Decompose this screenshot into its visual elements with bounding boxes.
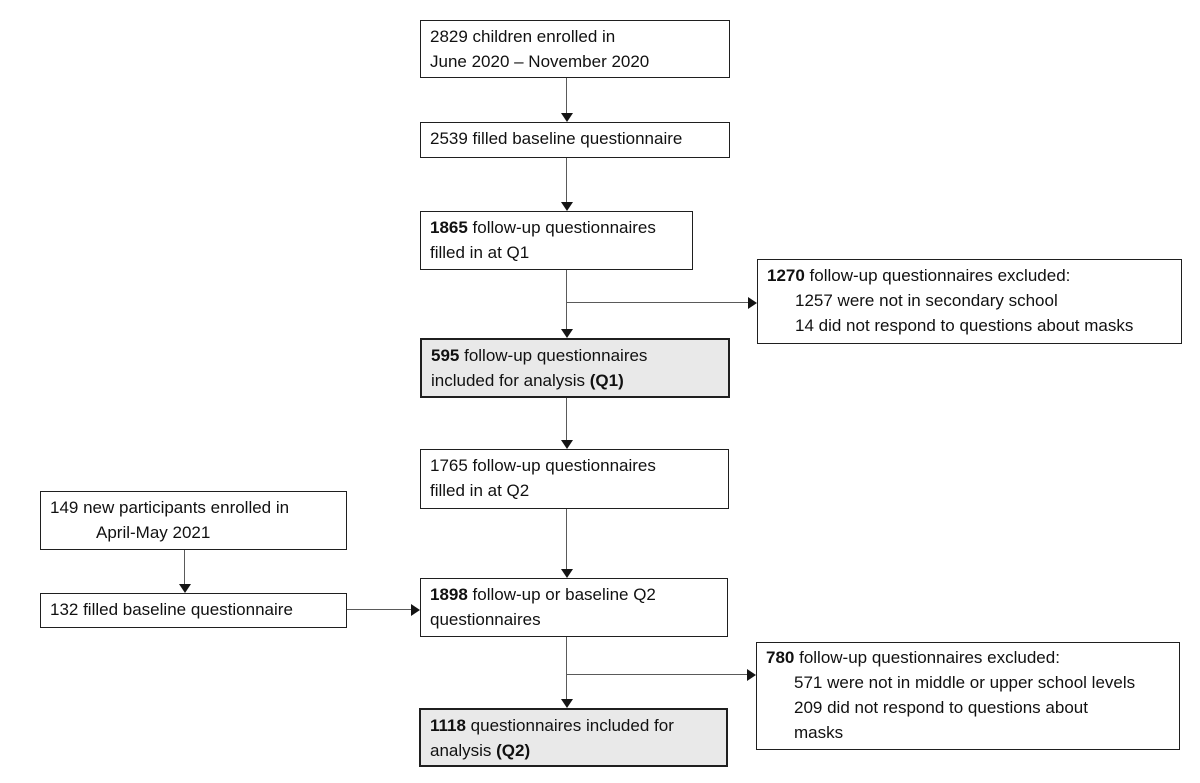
connector-baseline-to-q1filled — [566, 158, 568, 203]
box-q2-excluded: 780 follow-up questionnaires excluded: 5… — [756, 642, 1180, 750]
text-line: filled in at Q1 — [430, 243, 530, 262]
text-line: analysis (Q2) — [430, 738, 717, 763]
text-line: April-May 2021 — [96, 523, 211, 542]
text-line: 209 did not respond to questions about — [794, 698, 1088, 717]
text-line: 14 did not respond to questions about ma… — [795, 316, 1134, 335]
connector-branch-q1-excluded — [566, 302, 748, 304]
connector-enrolled-to-baseline — [566, 78, 568, 114]
text-line: 780 follow-up questionnaires excluded: — [766, 645, 1170, 670]
text-line: filled in at Q2 — [430, 481, 530, 500]
count: 1898 — [430, 585, 468, 604]
text-line: 1765 follow-up questionnaires — [430, 456, 656, 475]
count: 1118 — [430, 716, 466, 735]
text-line: 1270 follow-up questionnaires excluded: — [767, 263, 1172, 288]
q2-label: (Q2) — [496, 741, 531, 760]
text-line: 1257 were not in secondary school — [795, 291, 1058, 310]
text-line: 1118 questionnaires included for — [430, 713, 717, 738]
arrowhead-down-icon — [561, 113, 573, 122]
text: follow-up questionnaires — [459, 346, 648, 365]
text-line: included for analysis (Q1) — [431, 368, 719, 393]
arrowhead-down-icon — [561, 329, 573, 338]
text-line: 1865 follow-up questionnaires — [430, 215, 683, 240]
arrowhead-right-icon — [411, 604, 420, 616]
text-line: 571 were not in middle or upper school l… — [794, 673, 1136, 692]
connector-newbaseline-to-q2pool — [347, 609, 411, 611]
connector-q2pool-to-q2included — [566, 637, 568, 700]
box-q2-pool: 1898 follow-up or baseline Q2 questionna… — [420, 578, 728, 637]
arrowhead-down-icon — [179, 584, 191, 593]
count: 595 — [431, 346, 460, 365]
text-line: 2829 children enrolled in — [430, 27, 616, 46]
connector-q1included-to-q2filled — [566, 398, 568, 441]
arrowhead-right-icon — [747, 669, 756, 681]
text-line: masks — [794, 723, 844, 742]
text-line: 132 filled baseline questionnaire — [50, 600, 293, 619]
text-line: 149 new participants enrolled in — [50, 498, 290, 517]
arrowhead-down-icon — [561, 569, 573, 578]
box-q1-filled: 1865 follow-up questionnaires filled in … — [420, 211, 693, 270]
text-line: June 2020 – November 2020 — [430, 52, 650, 71]
arrowhead-down-icon — [561, 440, 573, 449]
text: follow-up questionnaires excluded: — [804, 266, 1071, 285]
text-line: questionnaires — [430, 610, 541, 629]
arrowhead-down-icon — [561, 699, 573, 708]
box-new-baseline: 132 filled baseline questionnaire — [40, 593, 347, 628]
text: follow-up questionnaires excluded: — [794, 648, 1060, 667]
connector-newenrolled-to-newbaseline — [184, 550, 186, 585]
arrowhead-down-icon — [561, 202, 573, 211]
connector-q2filled-to-q2pool — [566, 509, 568, 570]
text-line: 2539 filled baseline questionnaire — [430, 129, 683, 148]
box-q2-included: 1118 questionnaires included for analysi… — [419, 708, 728, 767]
text: follow-up questionnaires — [467, 218, 656, 237]
arrowhead-right-icon — [748, 297, 757, 309]
count: 780 — [766, 648, 795, 667]
box-q1-excluded: 1270 follow-up questionnaires excluded: … — [757, 259, 1182, 344]
q1-label: (Q1) — [589, 371, 624, 390]
box-baseline-2020: 2539 filled baseline questionnaire — [420, 122, 730, 158]
box-q2-filled: 1765 follow-up questionnaires filled in … — [420, 449, 729, 509]
text: analysis — [430, 741, 497, 760]
connector-q1filled-to-q1included — [566, 270, 568, 329]
text: follow-up or baseline Q2 — [467, 585, 656, 604]
count: 1865 — [430, 218, 468, 237]
text-line: 595 follow-up questionnaires — [431, 343, 719, 368]
box-q1-included: 595 follow-up questionnaires included fo… — [420, 338, 730, 398]
connector-branch-q2-excluded — [566, 674, 747, 676]
box-new-enrolled: 149 new participants enrolled in April-M… — [40, 491, 347, 550]
text: questionnaires included for — [465, 716, 674, 735]
text: included for analysis — [431, 371, 590, 390]
count: 1270 — [767, 266, 805, 285]
text-line: 1898 follow-up or baseline Q2 — [430, 582, 718, 607]
box-enrolled-2020: 2829 children enrolled in June 2020 – No… — [420, 20, 730, 78]
